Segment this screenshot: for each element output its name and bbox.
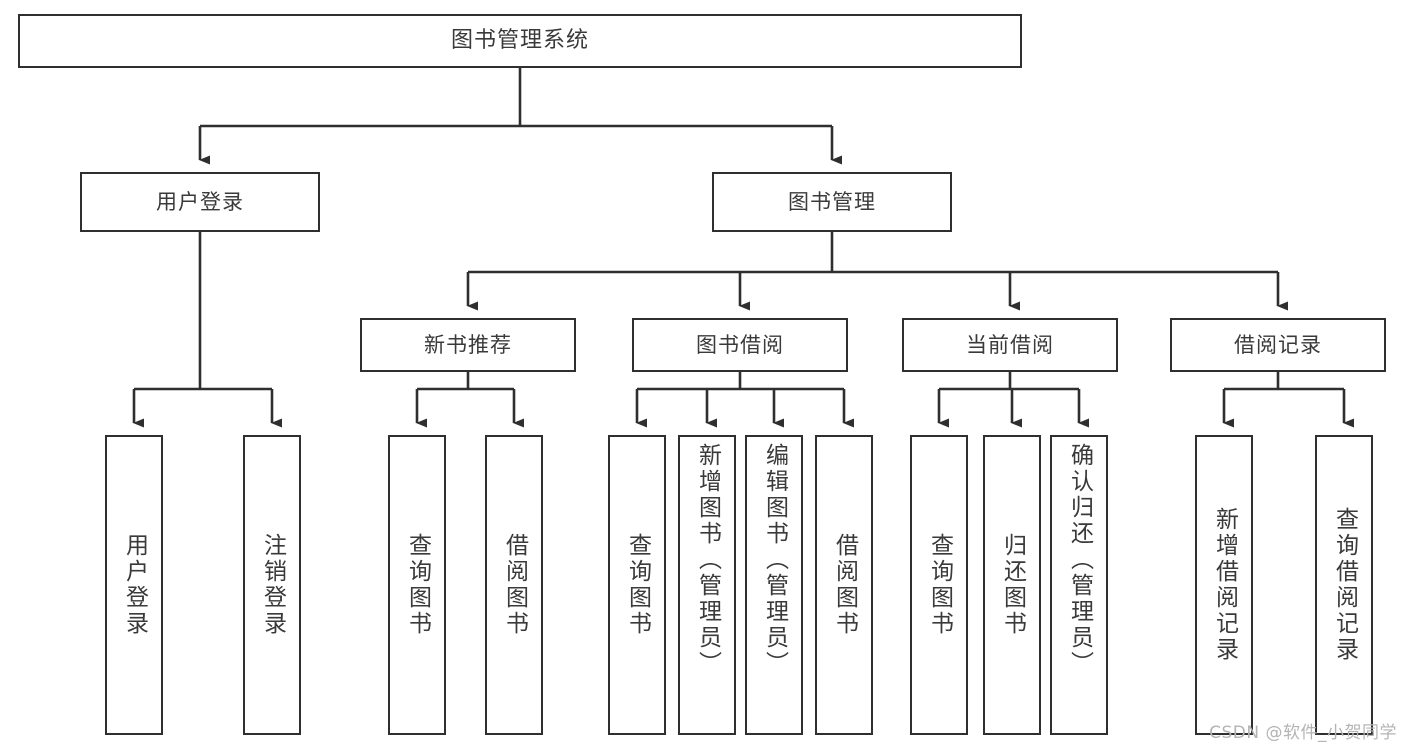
node-leaf-query-book-3[interactable]: 查询图书 bbox=[910, 435, 968, 735]
node-label-book-borrow: 图书借阅 bbox=[696, 332, 784, 357]
node-user-login[interactable]: 用户登录 bbox=[80, 172, 320, 232]
node-leaf-borrow-book-2[interactable]: 借阅图书 bbox=[815, 435, 873, 735]
node-label-leaf-query-book-3: 查询图书 bbox=[926, 533, 953, 637]
node-label-root: 图书管理系统 bbox=[450, 27, 589, 53]
csdn-watermark: CSDN @软件_小贺同学 bbox=[1209, 723, 1397, 743]
node-label-leaf-query-record: 查询借阅记录 bbox=[1331, 507, 1358, 663]
node-book-manage[interactable]: 图书管理 bbox=[712, 172, 952, 232]
node-label-leaf-borrow-book-1: 借阅图书 bbox=[501, 533, 528, 637]
node-leaf-logout[interactable]: 注销登录 bbox=[243, 435, 301, 735]
node-label-leaf-query-book-2: 查询图书 bbox=[624, 533, 651, 637]
node-label-borrow-record: 借阅记录 bbox=[1234, 332, 1322, 357]
node-leaf-add-book[interactable]: 新增图书（管理员） bbox=[678, 435, 736, 735]
node-label-leaf-edit-book: 编辑图书（管理员） bbox=[761, 443, 788, 677]
node-label-leaf-borrow-book-2: 借阅图书 bbox=[831, 533, 858, 637]
node-label-book-manage: 图书管理 bbox=[788, 189, 876, 214]
node-leaf-edit-book[interactable]: 编辑图书（管理员） bbox=[745, 435, 803, 735]
node-current-borrow[interactable]: 当前借阅 bbox=[902, 318, 1118, 372]
node-label-leaf-query-book-1: 查询图书 bbox=[404, 533, 431, 637]
node-label-leaf-add-book: 新增图书（管理员） bbox=[694, 443, 721, 677]
node-new-book-rec[interactable]: 新书推荐 bbox=[360, 318, 576, 372]
node-leaf-add-record[interactable]: 新增借阅记录 bbox=[1195, 435, 1253, 735]
node-leaf-query-book-1[interactable]: 查询图书 bbox=[388, 435, 446, 735]
node-leaf-borrow-book-1[interactable]: 借阅图书 bbox=[485, 435, 543, 735]
node-root[interactable]: 图书管理系统 bbox=[18, 14, 1022, 68]
node-label-leaf-confirm-return: 确认归还（管理员） bbox=[1066, 443, 1093, 677]
node-leaf-return-book[interactable]: 归还图书 bbox=[983, 435, 1041, 735]
node-label-leaf-user-login: 用户登录 bbox=[121, 533, 148, 637]
node-label-user-login: 用户登录 bbox=[156, 189, 244, 214]
node-label-leaf-add-record: 新增借阅记录 bbox=[1211, 507, 1238, 663]
node-label-new-book-rec: 新书推荐 bbox=[424, 332, 512, 357]
node-label-current-borrow: 当前借阅 bbox=[966, 332, 1054, 357]
node-book-borrow[interactable]: 图书借阅 bbox=[632, 318, 848, 372]
node-leaf-user-login[interactable]: 用户登录 bbox=[105, 435, 163, 735]
node-leaf-query-book-2[interactable]: 查询图书 bbox=[608, 435, 666, 735]
node-label-leaf-return-book: 归还图书 bbox=[999, 533, 1026, 637]
node-borrow-record[interactable]: 借阅记录 bbox=[1170, 318, 1386, 372]
node-leaf-confirm-return[interactable]: 确认归还（管理员） bbox=[1050, 435, 1108, 735]
node-leaf-query-record[interactable]: 查询借阅记录 bbox=[1315, 435, 1373, 735]
node-label-leaf-logout: 注销登录 bbox=[259, 533, 286, 637]
